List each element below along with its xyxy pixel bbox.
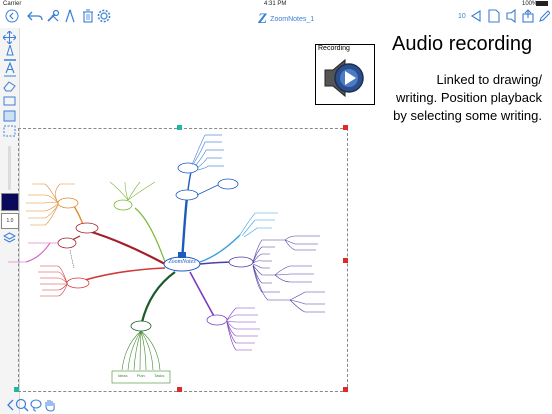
mind-map-center-label: ZoomNotes <box>168 259 196 265</box>
bottom-label-plan: Plan <box>136 373 145 378</box>
shapes-tool-icon[interactable] <box>2 94 17 108</box>
clock: 4:31 PM <box>264 1 287 7</box>
bottom-label-tasks: Tasks <box>154 373 165 378</box>
top-toolbar: Z ZoomNotes_1 10 <box>0 8 552 28</box>
tool-sidebar: 1.0 <box>0 28 20 414</box>
settings-icon[interactable] <box>96 8 112 24</box>
audio-recording-widget[interactable]: Recording <box>315 44 375 105</box>
mind-map-bottom-labels: Ideas Plan Tasks <box>113 373 169 378</box>
annotation-heading: Audio recording <box>392 33 533 55</box>
back-icon[interactable] <box>4 8 20 24</box>
page-count: 10 <box>458 13 466 20</box>
selection-handle-bottom[interactable] <box>177 387 182 392</box>
text-tool-icon[interactable] <box>2 62 17 77</box>
pen-size-box[interactable]: 1.0 <box>1 213 19 229</box>
battery-icon <box>536 1 548 6</box>
zoom-icon[interactable] <box>14 397 30 413</box>
prev-page-icon[interactable] <box>468 8 484 24</box>
pen-color-swatch[interactable] <box>1 193 19 211</box>
annotation-body: Linked to drawing/ writing. Position pla… <box>393 72 542 123</box>
selection-handle-top-left[interactable] <box>177 125 182 130</box>
pen-size-slider[interactable] <box>8 146 11 190</box>
carrier-label: Carrier <box>3 1 22 7</box>
move-tool-icon[interactable] <box>2 30 17 44</box>
layers-tool-icon[interactable] <box>2 231 17 245</box>
bottom-controls <box>0 396 60 414</box>
zoomnotes-logo: Z <box>258 11 268 27</box>
select-tool-icon[interactable] <box>2 124 17 138</box>
edit-icon[interactable] <box>536 8 552 24</box>
back-arrow-icon[interactable] <box>2 397 18 413</box>
document-name: ZoomNotes_1 <box>270 16 315 23</box>
document-title[interactable]: Z ZoomNotes_1 <box>258 11 314 28</box>
selection-handle-bottom-right[interactable] <box>343 387 348 392</box>
new-page-icon[interactable] <box>486 8 502 24</box>
lasso-icon[interactable] <box>28 397 44 413</box>
export-icon[interactable] <box>520 8 536 24</box>
speaker-play-icon[interactable] <box>321 56 369 100</box>
fill-tool-icon[interactable] <box>2 109 17 123</box>
tools-icon[interactable] <box>45 8 61 24</box>
eraser-tool-icon[interactable] <box>2 79 17 93</box>
share-icon[interactable] <box>503 8 519 24</box>
trash-icon[interactable] <box>80 8 96 24</box>
battery-label: 100% <box>522 1 538 7</box>
selection-handle-top-right[interactable] <box>343 125 348 130</box>
compass-icon[interactable] <box>62 8 78 24</box>
undo-icon[interactable] <box>27 8 43 24</box>
selection-handle-right[interactable] <box>343 258 348 263</box>
pen-size-value: 1.0 <box>6 218 14 224</box>
bottom-label-ideas: Ideas <box>117 373 128 378</box>
selection-handle-bottom-left[interactable] <box>14 387 19 392</box>
status-bar: Carrier 4:31 PM 100% <box>0 0 552 8</box>
pen-tool-icon[interactable] <box>2 45 17 61</box>
hand-icon[interactable] <box>42 397 58 413</box>
recording-label: Recording <box>318 45 350 52</box>
